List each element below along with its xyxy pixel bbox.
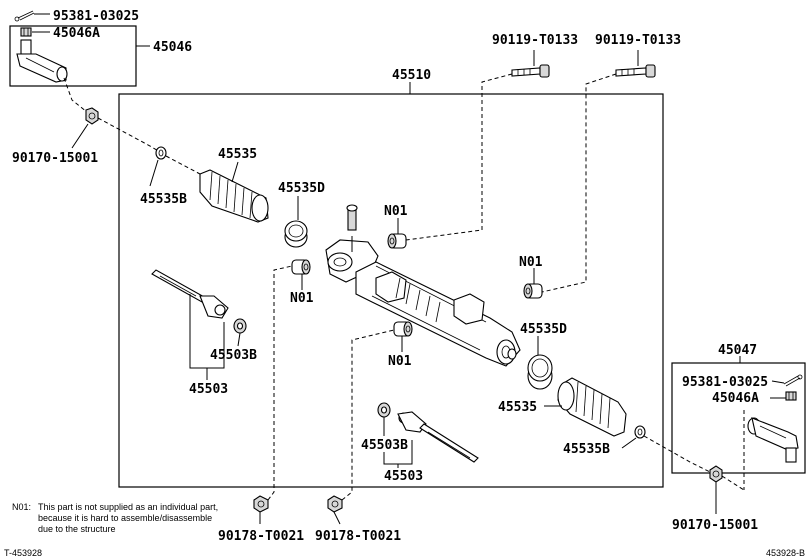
- footer-right-id: 453928-B: [766, 548, 805, 558]
- tie-rod-icon-left: [151, 269, 229, 319]
- bushing-icon-lower: [393, 321, 413, 337]
- cotter-pin-icon-right: [783, 374, 803, 387]
- cotter-pin-icon: [14, 10, 35, 22]
- castle-nut-icon-right: [785, 391, 797, 401]
- leader-45535-left: [231, 161, 239, 183]
- note-line-1: This part is not supplied as an individu…: [38, 502, 218, 512]
- label-45046A-top-left: 45046A: [53, 26, 100, 41]
- bolt-icon-1: [511, 64, 550, 78]
- note-line-3: due to the structure: [38, 524, 116, 534]
- label-45503B-right: 45503B: [361, 438, 408, 453]
- steering-boot-icon-right: [557, 377, 627, 437]
- dash-clip-to-boot-left: [165, 155, 201, 175]
- leader-95381-right: [771, 380, 785, 384]
- label-90119-1: 90119-T0133: [492, 33, 578, 48]
- leader-45535B-left: [149, 159, 159, 187]
- footer-left-id: T-453928: [4, 548, 42, 558]
- label-45047: 45047: [718, 343, 757, 358]
- label-90178-2: 90178-T0021: [315, 529, 401, 544]
- label-45535D-right: 45535D: [520, 322, 567, 337]
- tie-rod-icon-right: [397, 411, 479, 463]
- dash-nut-to-clip-left: [97, 117, 161, 153]
- label-45503B-left: 45503B: [210, 348, 257, 363]
- label-45046A-right: 45046A: [712, 391, 759, 406]
- steering-rack-housing: [325, 204, 521, 367]
- tie-rod-end-icon-right: [747, 417, 799, 463]
- label-n01-left: N01: [290, 291, 314, 306]
- boot-clamp-icon-left: [284, 220, 308, 248]
- dash-bolt1-to-n01: [405, 73, 513, 241]
- flange-nut-icon-1: [253, 495, 269, 513]
- label-90119-2: 90119-T0133: [595, 33, 681, 48]
- label-90170-left: 90170-15001: [12, 151, 98, 166]
- note-code: N01:: [12, 502, 31, 512]
- group-45047-frame: [671, 362, 806, 474]
- lock-washer-icon-right: [377, 402, 391, 418]
- dash-tre-to-nut-left: [63, 77, 93, 117]
- label-95381-right: 95381-03025: [682, 375, 768, 390]
- leader-90170-left: [71, 123, 89, 149]
- boot-clip-icon-left: [155, 146, 167, 160]
- lock-nut-icon: [85, 107, 99, 125]
- lock-washer-icon-left: [233, 318, 247, 334]
- boot-clamp-icon-right: [527, 354, 553, 390]
- label-45046: 45046: [153, 40, 192, 55]
- boot-clip-icon-right: [634, 425, 646, 439]
- dash-nut1-to-n01: [267, 265, 293, 501]
- label-90170-right: 90170-15001: [672, 518, 758, 533]
- bushing-icon-right: [523, 283, 543, 299]
- label-90178-1: 90178-T0021: [218, 529, 304, 544]
- leader-45535B-right: [621, 437, 637, 449]
- label-45535D-left: 45535D: [278, 181, 325, 196]
- label-n01-lower: N01: [388, 354, 412, 369]
- dash-bolt2-to-n01: [541, 73, 617, 293]
- label-45535B-left: 45535B: [140, 192, 187, 207]
- label-45503-right: 45503: [384, 469, 423, 484]
- leader-45503B-left: [237, 332, 241, 347]
- tie-rod-end-icon: [16, 39, 68, 83]
- label-45535-left: 45535: [218, 147, 257, 162]
- lock-nut-icon-right: [709, 465, 723, 483]
- label-45510: 45510: [392, 68, 431, 83]
- group-45046-frame: [9, 25, 137, 87]
- bushing-icon-left: [291, 259, 311, 275]
- bushing-icon-upper: [387, 233, 407, 249]
- label-45535B-right: 45535B: [563, 442, 610, 457]
- label-n01-right: N01: [519, 255, 543, 270]
- flange-nut-icon-2: [327, 495, 343, 513]
- dash-nut-to-tre-right: [721, 475, 745, 491]
- castle-nut-icon: [20, 27, 32, 37]
- label-95381-top-left: 95381-03025: [53, 9, 139, 24]
- assembly-45510-frame: [118, 93, 664, 488]
- leader-90178-2: [333, 511, 341, 525]
- bolt-icon-2: [615, 64, 656, 78]
- label-45503-left: 45503: [189, 382, 228, 397]
- label-45535-right: 45535: [498, 400, 537, 415]
- note-line-2: because it is hard to assemble/disassemb…: [38, 513, 212, 523]
- label-n01-upper: N01: [384, 204, 408, 219]
- steering-boot-icon-left: [199, 169, 269, 223]
- dash-clip-to-nut-right: [643, 435, 715, 475]
